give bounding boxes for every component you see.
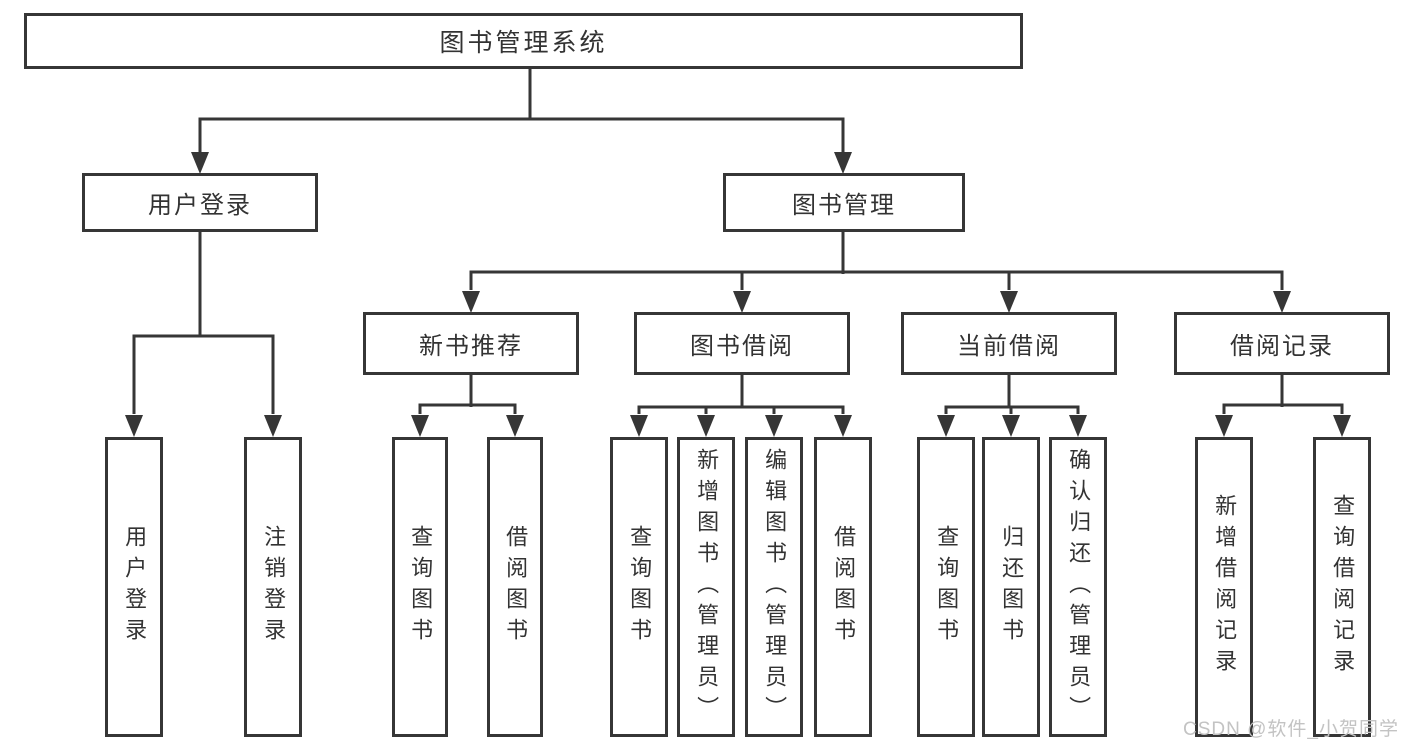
node-current-borrowing: 当前借阅 bbox=[901, 312, 1117, 375]
connector-level3-rail bbox=[469, 270, 1284, 290]
leaf-user-login: 用户登录 bbox=[105, 437, 163, 737]
node-book-management: 图书管理 bbox=[723, 173, 965, 232]
csdn-watermark: CSDN @软件_小贺同学 bbox=[1183, 719, 1399, 740]
leaf-records-query-record: 查询借阅记录 bbox=[1313, 437, 1371, 737]
node-library-management-system: 图书管理系统 bbox=[24, 13, 1023, 69]
node-new-book-recommend: 新书推荐 bbox=[363, 312, 579, 375]
connector-newbook-rail bbox=[418, 403, 517, 414]
node-borrowing-records: 借阅记录 bbox=[1174, 312, 1390, 375]
node-label: 确认归还（管理员） bbox=[1066, 447, 1092, 727]
node-label: 图书管理系统 bbox=[439, 29, 608, 57]
leaf-current-return-books: 归还图书 bbox=[982, 437, 1040, 737]
leaf-borrowing-add-book-admin: 新增图书（管理员） bbox=[677, 437, 735, 737]
node-label: 编辑图书（管理员） bbox=[762, 447, 788, 727]
leaf-borrowing-borrow-books: 借阅图书 bbox=[814, 437, 872, 737]
leaf-borrowing-edit-book-admin: 编辑图书（管理员） bbox=[745, 437, 803, 737]
node-label: 查询借阅记录 bbox=[1330, 494, 1356, 680]
node-label: 图书管理 bbox=[792, 192, 896, 219]
node-label: 用户登录 bbox=[122, 525, 148, 649]
node-label: 用户登录 bbox=[148, 192, 252, 219]
node-label: 借阅记录 bbox=[1230, 333, 1334, 360]
connector-borrowing-rail bbox=[637, 405, 845, 414]
arrowheads bbox=[125, 152, 1351, 437]
leaf-borrowing-query-books: 查询图书 bbox=[610, 437, 668, 737]
connector-records-rail bbox=[1222, 403, 1344, 414]
connector-userlogin-rail bbox=[132, 334, 275, 414]
node-label: 借阅图书 bbox=[831, 525, 857, 649]
leaf-logout: 注销登录 bbox=[244, 437, 302, 737]
node-label: 新增借阅记录 bbox=[1212, 494, 1238, 680]
leaf-newbook-query-books: 查询图书 bbox=[392, 437, 448, 737]
node-label: 当前借阅 bbox=[957, 333, 1061, 360]
leaf-current-confirm-return-admin: 确认归还（管理员） bbox=[1049, 437, 1107, 737]
node-label: 注销登录 bbox=[261, 525, 287, 649]
node-label: 新增图书（管理员） bbox=[694, 447, 720, 727]
node-label: 查询图书 bbox=[627, 525, 653, 649]
node-label: 归还图书 bbox=[999, 525, 1025, 649]
node-user-login: 用户登录 bbox=[82, 173, 318, 232]
leaf-records-add-record: 新增借阅记录 bbox=[1195, 437, 1253, 737]
node-label: 查询图书 bbox=[408, 525, 434, 649]
node-label: 查询图书 bbox=[934, 525, 960, 649]
connector-level2-rail bbox=[198, 117, 845, 152]
node-book-borrowing: 图书借阅 bbox=[634, 312, 850, 375]
leaf-current-query-books: 查询图书 bbox=[917, 437, 975, 737]
node-label: 新书推荐 bbox=[419, 333, 523, 360]
leaf-newbook-borrow-books: 借阅图书 bbox=[487, 437, 543, 737]
node-label: 借阅图书 bbox=[503, 525, 529, 649]
node-label: 图书借阅 bbox=[690, 333, 794, 360]
